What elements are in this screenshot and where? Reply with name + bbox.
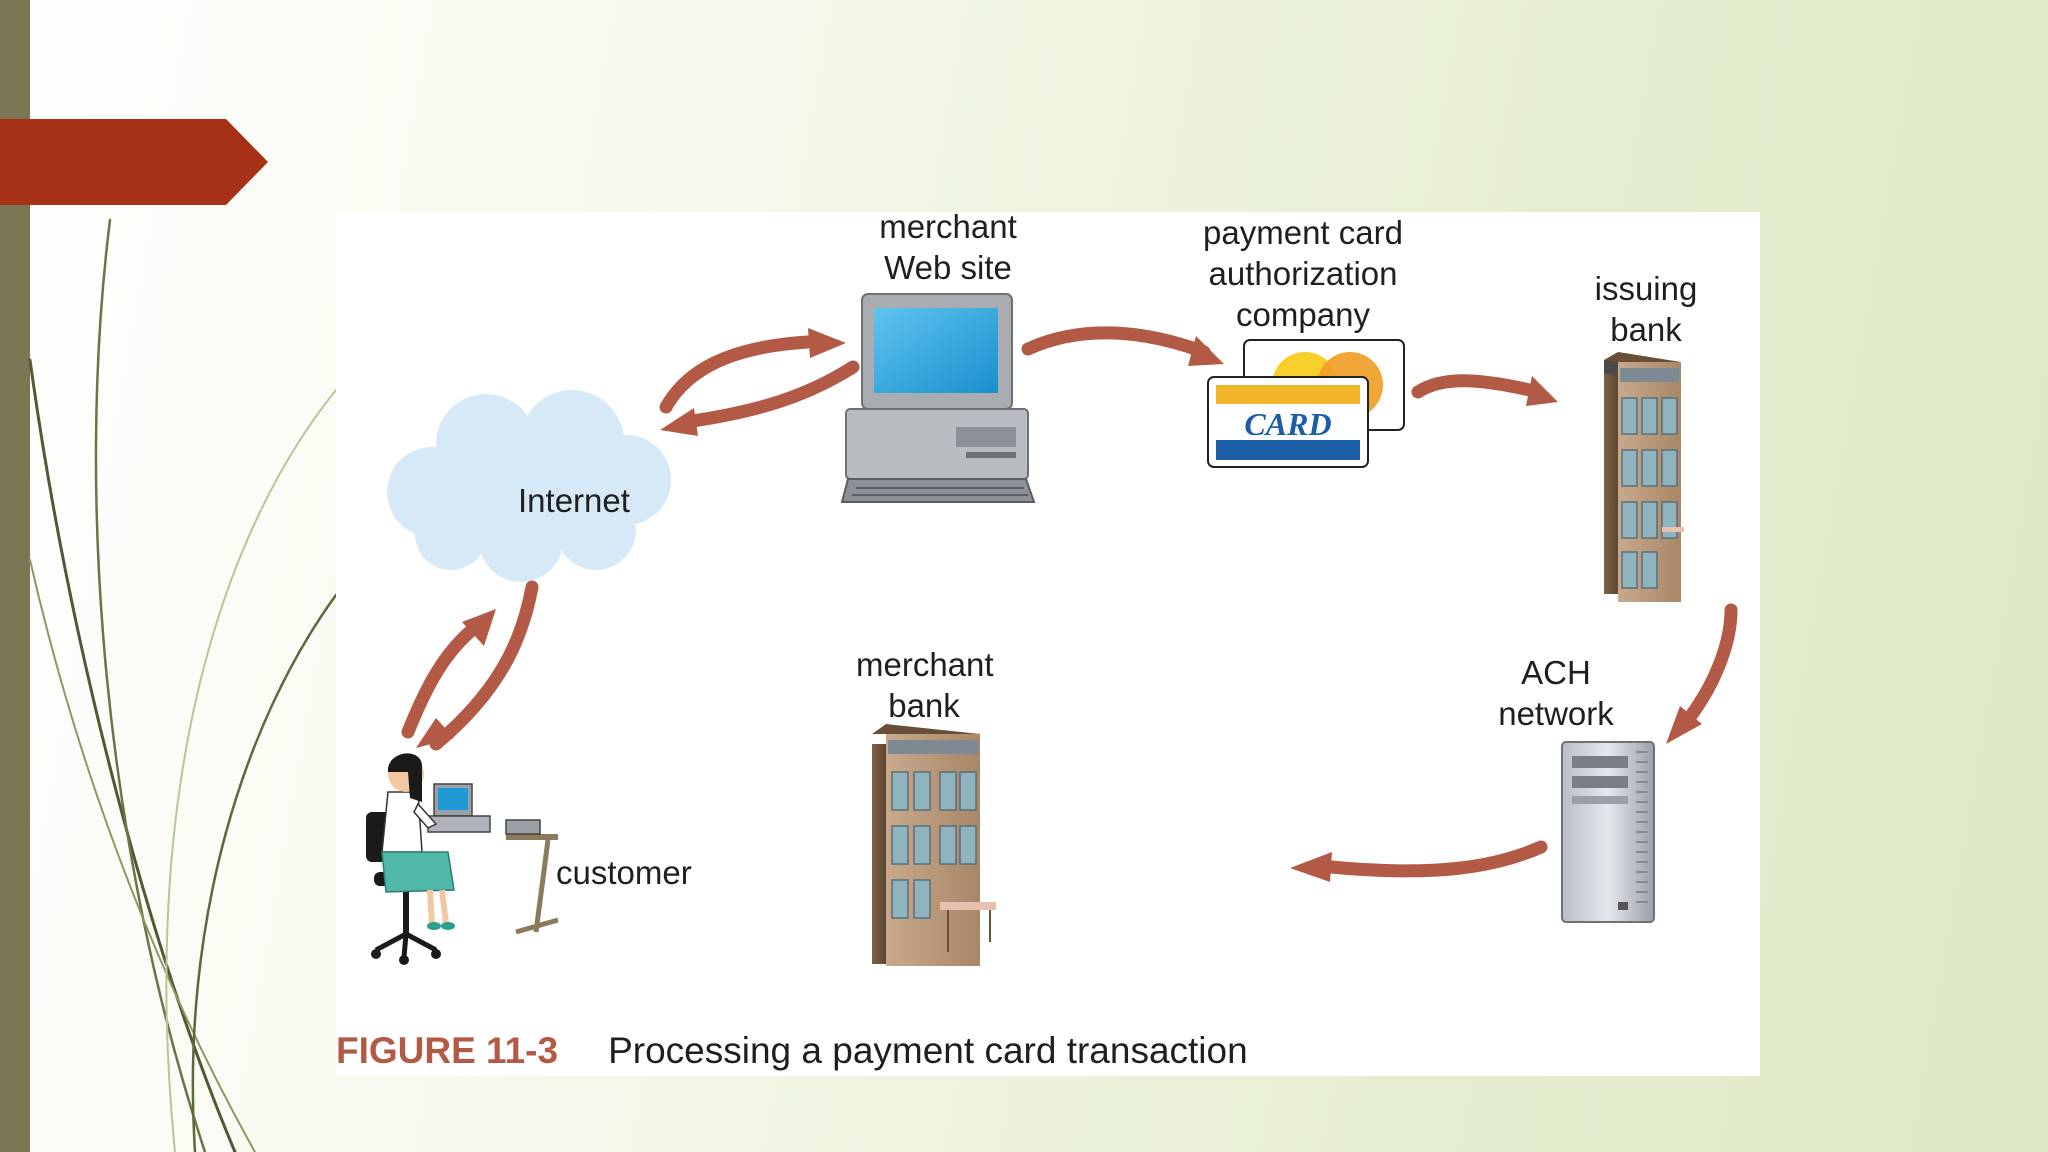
label-line: company [1236,296,1370,333]
internet-label: Internet [518,482,630,519]
flow-arrow [679,360,860,429]
label-line: payment card [1203,214,1403,251]
bank-building-icon [872,724,996,966]
flow-arrow [1683,603,1738,724]
arrowhead [462,609,496,646]
figure-caption: FIGURE 11-3 Processing a payment card tra… [336,1030,1248,1072]
card-text: CARD [1244,406,1331,442]
arrowhead [1526,376,1558,406]
label-line: bank [1610,311,1682,348]
flow-arrow [1021,326,1211,359]
flow-arrow [1324,840,1548,878]
payment-card-icon: CARD [1207,339,1405,468]
arrowhead [660,408,698,436]
bank-building-icon [1604,352,1684,602]
label-line: authorization [1208,255,1398,292]
flow-arrow [401,623,479,739]
person-at-computer-icon [366,753,559,965]
diagram-canvas: CARD [366,293,1738,966]
arrowheads [416,328,1702,882]
arrowhead [1666,706,1702,744]
flow-arrows [401,326,1738,878]
label-line: Web site [884,249,1012,286]
issuing-bank-label: issuing bank [1576,268,1716,350]
flow-arrow [429,580,539,751]
flow-arrow [1411,374,1545,399]
figure-number: FIGURE 11-3 [336,1030,559,1071]
label-line: merchant [856,646,994,683]
arrowhead [1188,336,1224,366]
merchant-bank-label: merchant bank [856,644,994,726]
card-company-label: payment card authorization company [1188,212,1418,335]
label-line: network [1498,695,1614,732]
label-line: ACH [1521,654,1591,691]
label-line: bank [888,687,960,724]
cloud-icon [387,390,671,582]
arrowhead [808,328,846,358]
title-arrow-marker [0,119,268,205]
customer-label: customer [556,854,692,891]
figure-panel: CARD [336,208,1760,1076]
desktop-computer-icon [840,293,1036,503]
figure-caption-text: Processing a payment card transaction [608,1030,1248,1071]
arrowhead [1290,852,1332,882]
ach-network-label: ACH network [1486,652,1626,734]
label-line: issuing [1594,270,1698,307]
flow-arrow [659,335,815,414]
merchant-site-label: merchant Web site [838,206,1058,288]
arrowhead [416,718,454,748]
server-tower-icon [1561,741,1655,923]
label-line: merchant [879,208,1017,245]
